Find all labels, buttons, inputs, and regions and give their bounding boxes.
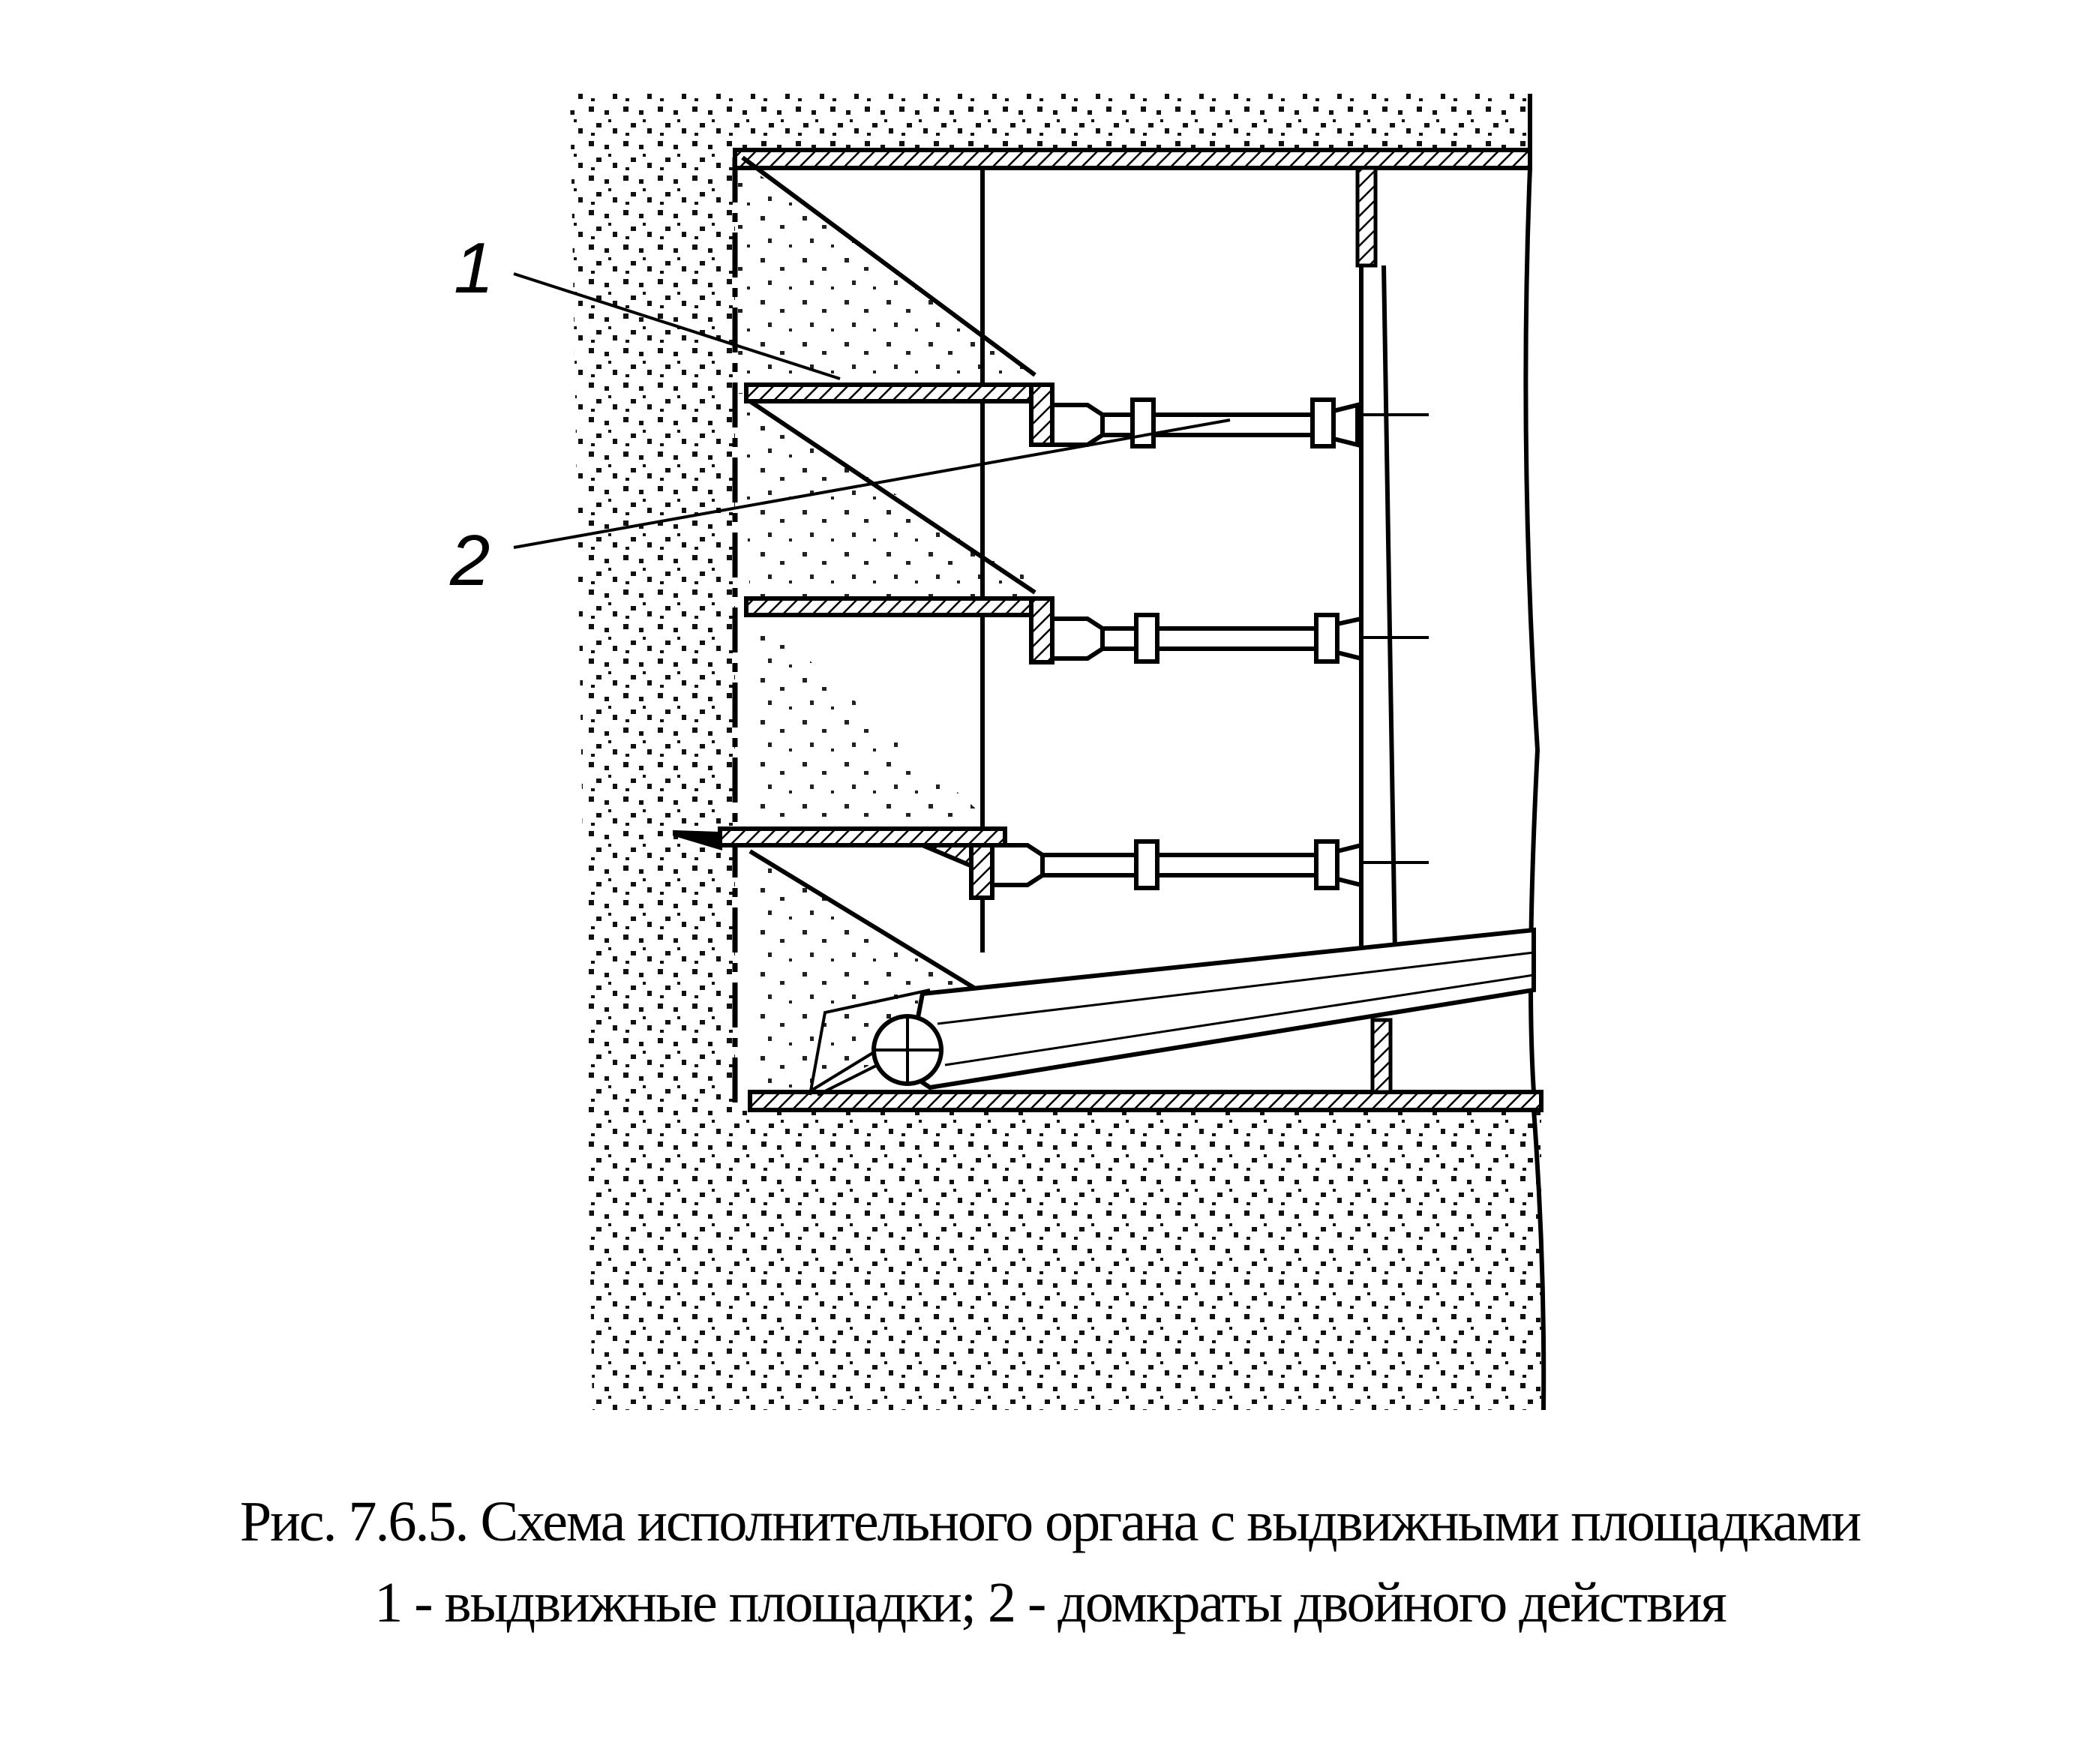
excavator-diagram: 1 2 xyxy=(449,94,1546,1411)
jack-middle xyxy=(1050,613,1429,664)
platform-middle xyxy=(744,399,1054,664)
jack-bottom xyxy=(990,839,1429,890)
shield-frame xyxy=(732,94,1546,1411)
platform-top xyxy=(741,155,1054,447)
caption-title: Рис. 7.6.5. Схема исполнительного органа… xyxy=(239,1490,1862,1553)
svg-text:2: 2 xyxy=(449,520,490,601)
figure-caption: Рис. 7.6.5. Схема исполнительного органа… xyxy=(0,1481,2100,1643)
pulley xyxy=(872,1014,944,1086)
soil-region xyxy=(570,94,1541,1410)
jack-top xyxy=(1050,398,1429,448)
caption-legend: 1 - выдвижные площадки; 2 - домкраты дво… xyxy=(374,1571,1726,1634)
platform-bottom xyxy=(673,826,1007,1000)
svg-text:1: 1 xyxy=(454,228,494,308)
callout-2: 2 xyxy=(449,418,1231,601)
callout-1: 1 xyxy=(454,228,841,380)
